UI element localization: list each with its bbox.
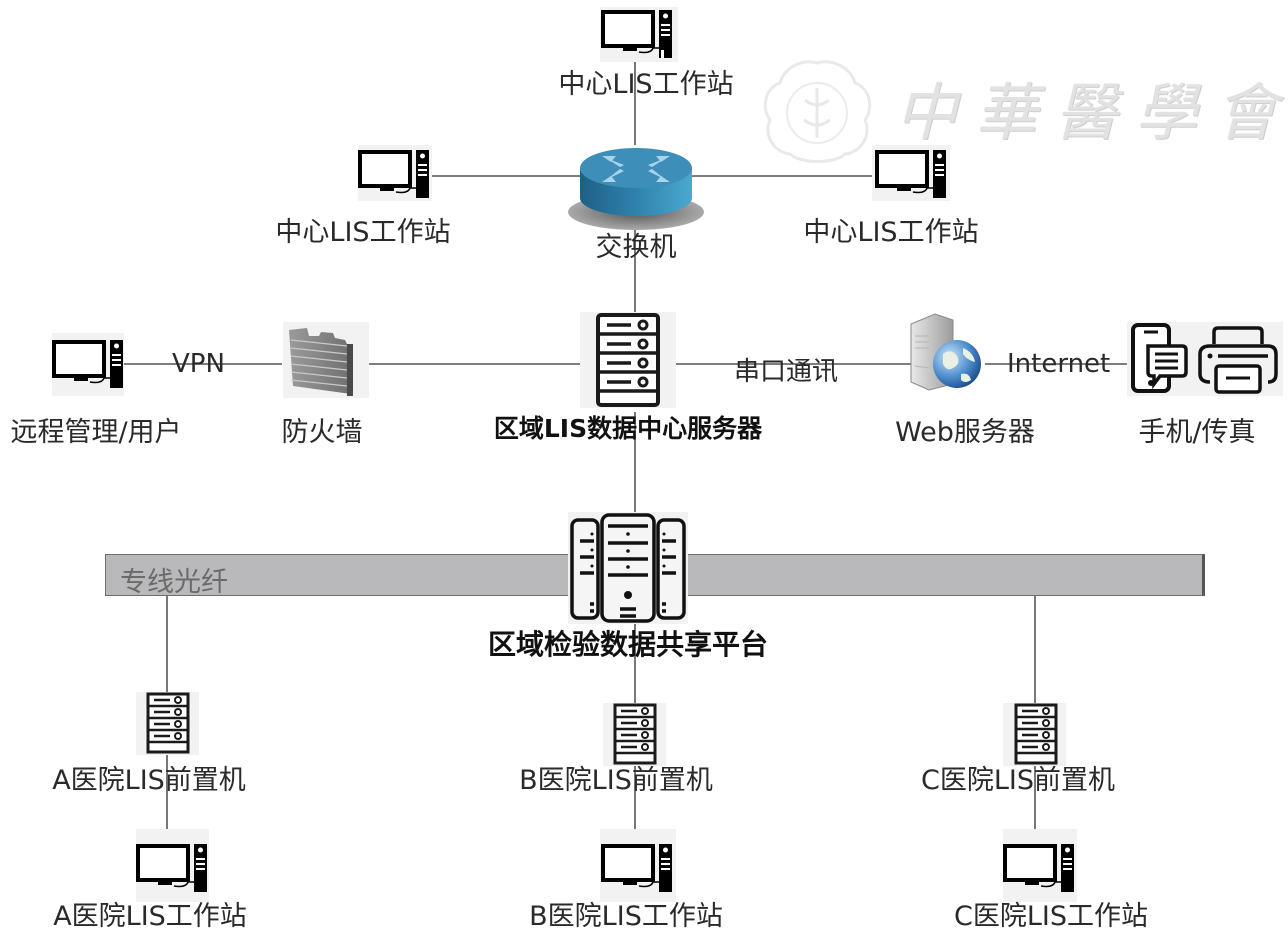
association-seal-icon bbox=[763, 60, 872, 163]
node-label-center-ws-left: 中心LIS工作站 bbox=[275, 217, 451, 248]
server-rack-icon[interactable] bbox=[595, 312, 661, 408]
web-server-globe-icon[interactable] bbox=[905, 312, 985, 392]
desktop-computer-icon[interactable] bbox=[52, 338, 128, 390]
node-label-b-front: B医院LIS前置机 bbox=[519, 765, 713, 796]
node-label-center-ws-right: 中心LIS工作站 bbox=[803, 217, 979, 248]
node-label-a-front: A医院LIS前置机 bbox=[52, 765, 246, 796]
node-label-data-center: 区域LIS数据中心服务器 bbox=[493, 414, 763, 443]
server-rack-icon[interactable] bbox=[1014, 703, 1058, 765]
node-label-switch: 交换机 bbox=[595, 232, 677, 263]
desktop-computer-icon[interactable] bbox=[1003, 842, 1079, 894]
network-switch-icon[interactable] bbox=[566, 138, 706, 234]
phone-and-printer-icon[interactable] bbox=[1130, 322, 1280, 394]
fax-printer-icon bbox=[1198, 326, 1278, 394]
node-label-platform: 区域检验数据共享平台 bbox=[487, 628, 769, 661]
node-label-firewall: 防火墙 bbox=[281, 417, 363, 448]
node-label-mobile-fax: 手机/传真 bbox=[1138, 417, 1256, 448]
node-label-center-ws-top: 中心LIS工作站 bbox=[558, 69, 734, 100]
edge-label-serial: 串口通讯 bbox=[734, 357, 839, 387]
desktop-computer-icon[interactable] bbox=[136, 842, 212, 894]
node-label-b-ws: B医院LIS工作站 bbox=[529, 901, 723, 932]
node-label-a-ws: A医院LIS工作站 bbox=[53, 901, 247, 932]
edge-label-internet: Internet bbox=[1007, 349, 1111, 379]
node-label-remote-user: 远程管理/用户 bbox=[10, 417, 182, 448]
brick-wall-firewall-icon[interactable] bbox=[285, 324, 365, 396]
desktop-computer-icon[interactable] bbox=[601, 8, 677, 60]
node-label-web-server: Web服务器 bbox=[895, 417, 1035, 448]
node-label-c-front: C医院LIS前置机 bbox=[921, 765, 1115, 796]
edge-label-vpn: VPN bbox=[172, 349, 225, 379]
watermark-text: 中華醫學會 bbox=[895, 76, 1288, 149]
desktop-computer-icon[interactable] bbox=[601, 842, 677, 894]
backbone-label: 专线光纤 bbox=[120, 567, 228, 598]
server-rack-icon[interactable] bbox=[613, 703, 657, 765]
desktop-computer-icon[interactable] bbox=[358, 148, 434, 200]
server-cluster-icon[interactable] bbox=[568, 512, 688, 624]
desktop-computer-icon[interactable] bbox=[875, 148, 951, 200]
node-label-c-ws: C医院LIS工作站 bbox=[954, 901, 1148, 932]
mobile-phone-icon bbox=[1131, 323, 1188, 393]
server-rack-icon[interactable] bbox=[146, 692, 190, 754]
